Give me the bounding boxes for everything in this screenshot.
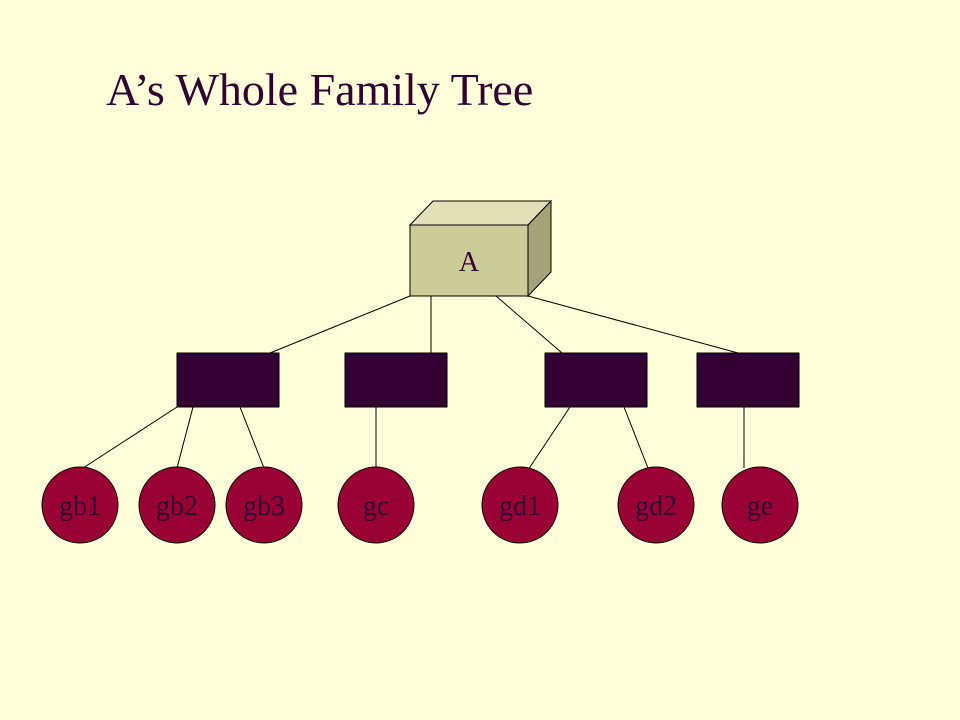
root-label: A [459,247,480,278]
edge-child-b-to-gb2 [176,406,194,469]
edge-child-b-to-gb1 [79,406,178,471]
child-nodes [176,352,800,408]
leaf-label: gb3 [243,491,285,522]
leaf-nodes: gb1 gb2 gb3 gc gd1 gd2 ge [41,466,799,544]
leaf-label: gd1 [499,491,541,522]
page-title: A’s Whole Family Tree [106,64,534,115]
leaf-node-gb2: gb2 [138,466,216,544]
edge-child-b-to-gb3 [239,406,265,469]
edge-root-to-child-d [495,295,563,354]
child-node-c [344,352,448,408]
leaf-label: gc [363,491,389,522]
root-edges [269,295,739,354]
edge-root-to-child-e [527,295,739,354]
leaf-node-gb1: gb1 [41,466,119,544]
child-node-e [696,352,800,408]
child-node-b [176,352,280,408]
root-node: A [408,199,553,298]
leaf-label: ge [747,491,773,522]
edge-child-d-to-gd1 [527,406,571,471]
leaf-node-gd2: gd2 [617,466,695,544]
leaf-label: gb2 [156,491,198,522]
root-box-front [409,224,529,297]
leaf-label: gb1 [59,491,101,522]
leaf-node-ge: ge [721,466,799,544]
leaf-node-gb3: gb3 [225,466,303,544]
root-box-top [408,200,553,226]
leaf-label: gd2 [635,491,677,522]
edge-root-to-child-b [269,295,411,354]
child-node-d [544,352,648,408]
leaf-node-gc: gc [337,466,415,544]
leaf-node-gd1: gd1 [481,466,559,544]
edge-child-d-to-gd2 [623,406,649,469]
leaf-edges [79,406,745,471]
